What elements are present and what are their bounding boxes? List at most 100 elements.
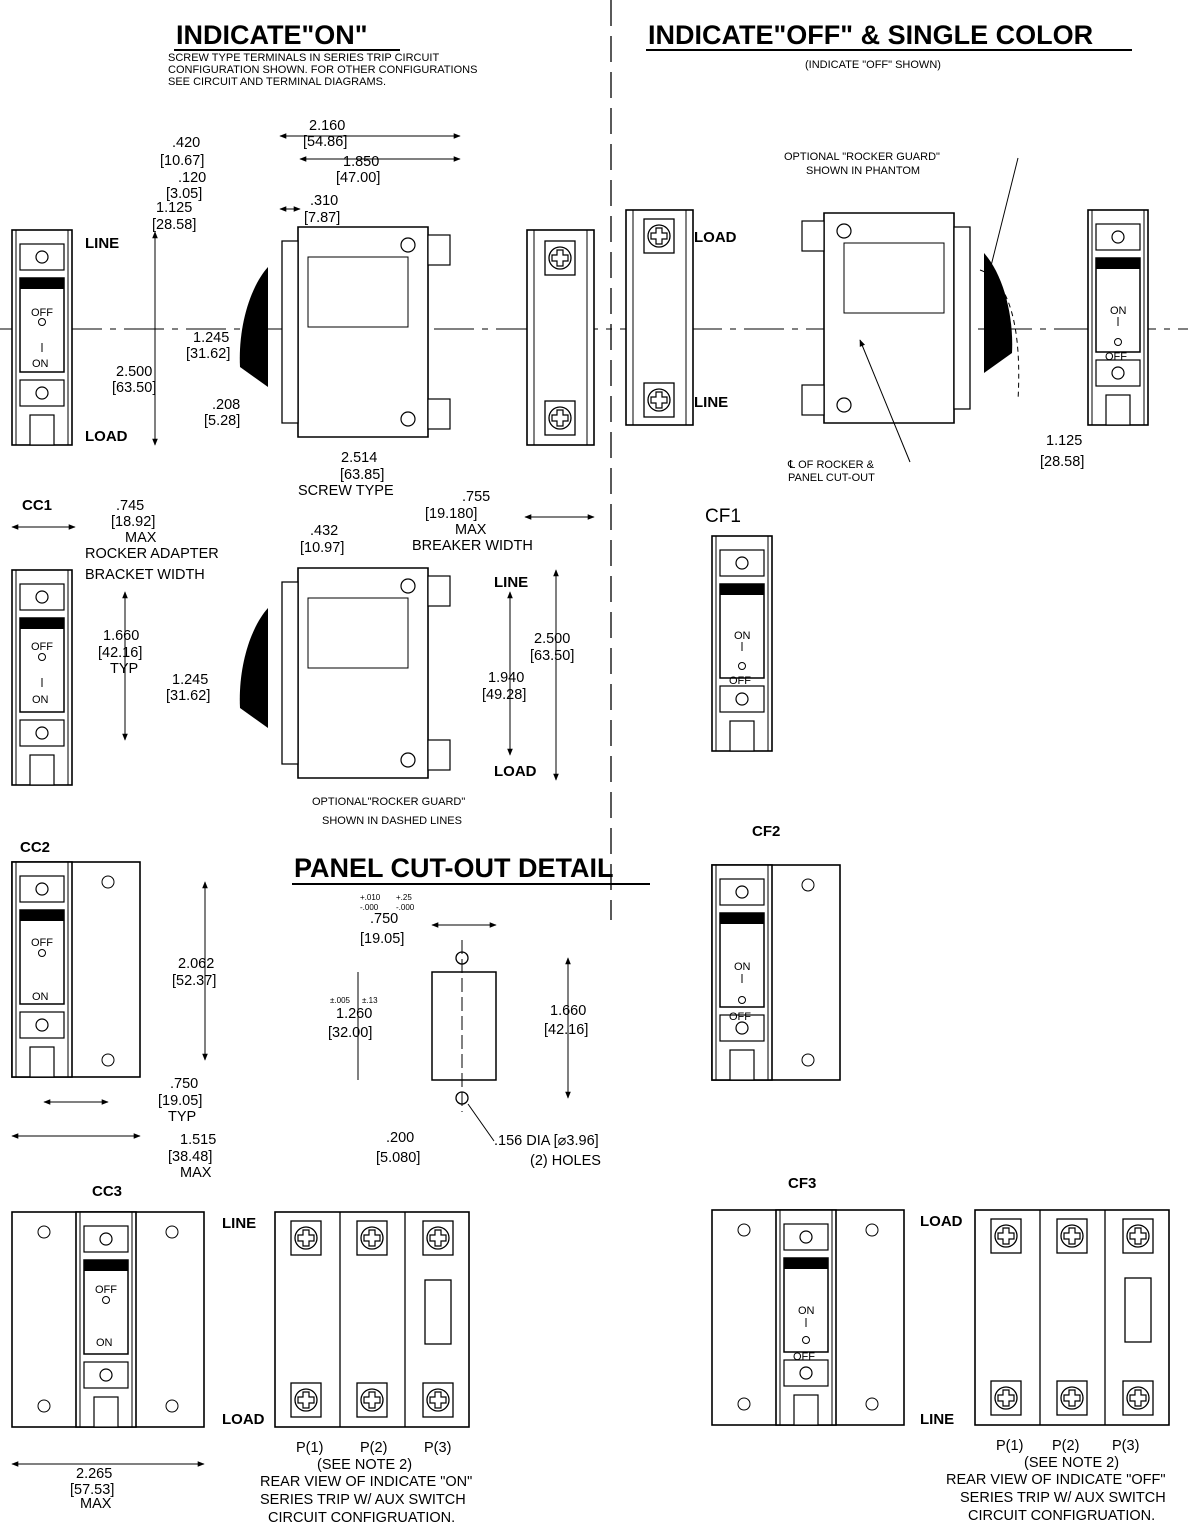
label-cf2: CF2 <box>752 823 780 840</box>
svg-text:[28.58]: [28.58] <box>152 217 196 233</box>
dim-750: .750 <box>170 1076 198 1092</box>
svg-text:[63.85]: [63.85] <box>340 467 384 483</box>
tol-in-pm: ±.005 <box>330 996 351 1005</box>
label-line-cf3: LINE <box>920 1411 954 1428</box>
dim-42-16-cc1: [42.16] <box>98 645 142 661</box>
svg-text:OFF: OFF <box>729 675 751 687</box>
dim-745: .745 <box>116 498 144 514</box>
dim-42-16-cutout: [42.16] <box>544 1022 588 1038</box>
side-view-middle <box>238 567 451 779</box>
label-cc2: CC2 <box>20 839 50 856</box>
svg-text:OFF: OFF <box>31 307 53 319</box>
note-rocker-guard-2: SHOWN IN PHANTOM <box>806 165 920 177</box>
rear-view-on-poles <box>274 1211 470 1428</box>
tol-mm-plus: +.25 <box>396 893 412 902</box>
dim-1260: 1.260 <box>336 1006 372 1022</box>
dim-1940: 1.940 <box>488 670 524 686</box>
dim-1660-cutout: 1.660 <box>550 1003 586 1019</box>
dim-19-05-cutout: [19.05] <box>360 931 404 947</box>
front-view-cc2: OFF ON <box>11 861 141 1078</box>
dim-32-00: [32.00] <box>328 1025 372 1041</box>
svg-text:OFF: OFF <box>1105 351 1127 363</box>
dim-200: .200 <box>386 1130 414 1146</box>
rear-view-off-poles <box>974 1209 1170 1426</box>
label-load-cf3: LOAD <box>920 1213 963 1230</box>
svg-text:OFF: OFF <box>793 1351 815 1363</box>
label-line-right: LINE <box>694 394 728 411</box>
front-view-cf2: ON OFF <box>711 864 841 1081</box>
dim-52-37: [52.37] <box>172 973 216 989</box>
tol-mm-pm: ±.13 <box>362 996 378 1005</box>
svg-text:.755: .755 <box>462 489 490 505</box>
svg-text:1.125: 1.125 <box>156 200 192 216</box>
label-p1-on: P(1) <box>296 1440 323 1456</box>
svg-text:1.245: 1.245 <box>193 330 229 346</box>
front-view-cc1: OFF ON <box>11 569 73 786</box>
label-p3-on: P(3) <box>424 1440 451 1456</box>
label-cc1: CC1 <box>22 497 52 514</box>
front-view-cf1: ON OFF <box>711 535 773 752</box>
svg-text:.208: .208 <box>212 397 240 413</box>
note-cl-rocker-1: ℄ OF ROCKER & <box>787 459 875 471</box>
rear-view-off-top <box>625 209 694 426</box>
side-view-top <box>238 226 451 438</box>
svg-text:SCREW TYPE: SCREW TYPE <box>298 483 394 499</box>
svg-text:ON: ON <box>32 358 49 370</box>
tol-in-minus: -.000 <box>360 903 379 912</box>
dim-18-92: [18.92] <box>111 514 155 530</box>
note-on-line1: SCREW TYPE TERMINALS IN SERIES TRIP CIRC… <box>168 52 439 64</box>
svg-text:.420: .420 <box>172 135 200 151</box>
dim-2265: 2.265 <box>76 1466 112 1482</box>
svg-text:ON: ON <box>96 1337 113 1349</box>
svg-text:.310: .310 <box>310 193 338 209</box>
note-circuit-config-off: CIRCUIT CONFIGRUATION. <box>968 1508 1155 1524</box>
svg-text:[19.180]: [19.180] <box>425 506 477 522</box>
svg-text:[5.28]: [5.28] <box>204 413 240 429</box>
dim-10-97: [10.97] <box>300 540 344 556</box>
svg-text:ON: ON <box>734 961 751 973</box>
dim-1515: 1.515 <box>180 1132 216 1148</box>
note-see-note-off: (SEE NOTE 2) <box>1024 1455 1119 1471</box>
dim-max-cc2: MAX <box>180 1165 212 1181</box>
svg-text:BREAKER WIDTH: BREAKER WIDTH <box>412 538 533 554</box>
svg-text:MAX: MAX <box>455 522 487 538</box>
svg-text:ON: ON <box>1110 305 1127 317</box>
svg-text:ON: ON <box>32 694 49 706</box>
dim-432: .432 <box>310 523 338 539</box>
heading-indicate-off: INDICATE"OFF" & SINGLE COLOR <box>648 20 1093 50</box>
note-see-note-on: (SEE NOTE 2) <box>317 1457 412 1473</box>
front-view-cf3: ON OFF <box>711 1209 905 1426</box>
heading-indicate-on: INDICATE"ON" <box>176 20 368 50</box>
label-p1-off: P(1) <box>996 1438 1023 1454</box>
dim-2062: 2.062 <box>178 956 214 972</box>
svg-text:[7.87]: [7.87] <box>304 210 340 226</box>
svg-text:OFF: OFF <box>31 641 53 653</box>
note-opt-guard-1: OPTIONAL"ROCKER GUARD" <box>312 796 465 808</box>
svg-text:[10.67]: [10.67] <box>160 153 204 169</box>
dim-max-cc3: MAX <box>80 1496 112 1512</box>
note-rear-off: REAR VIEW OF INDICATE "OFF" <box>946 1472 1165 1488</box>
side-view-off <box>801 212 1014 424</box>
dim-1125-right: 1.125 <box>1046 433 1082 449</box>
dim-49-28: [49.28] <box>482 687 526 703</box>
label-line-top: LINE <box>85 235 119 252</box>
note-bracket-width: BRACKET WIDTH <box>85 567 205 583</box>
tol-mm-minus: -.000 <box>396 903 415 912</box>
svg-text:OFF: OFF <box>31 937 53 949</box>
note-on-line3: SEE CIRCUIT AND TERMINAL DIAGRAMS. <box>168 76 386 88</box>
label-load-cc3: LOAD <box>222 1411 265 1428</box>
front-view-cc3: OFF ON <box>11 1211 205 1428</box>
front-view-indicate-on: OFF ON <box>11 229 73 446</box>
label-p2-on: P(2) <box>360 1440 387 1456</box>
dim-28-58-right: [28.58] <box>1040 454 1084 470</box>
dim-63-50-mid: [63.50] <box>530 648 574 664</box>
dim-31-62-mid: [31.62] <box>166 688 210 704</box>
note-rocker-guard-1: OPTIONAL "ROCKER GUARD" <box>784 151 940 163</box>
svg-text:[31.62]: [31.62] <box>186 346 230 362</box>
dim-750-cutout: .750 <box>370 911 398 927</box>
dim-38-48: [38.48] <box>168 1149 212 1165</box>
label-p3-off: P(3) <box>1112 1438 1139 1454</box>
heading-panel-cutout: PANEL CUT-OUT DETAIL <box>294 853 614 883</box>
label-p2-off: P(2) <box>1052 1438 1079 1454</box>
label-cf1: CF1 <box>705 506 741 527</box>
